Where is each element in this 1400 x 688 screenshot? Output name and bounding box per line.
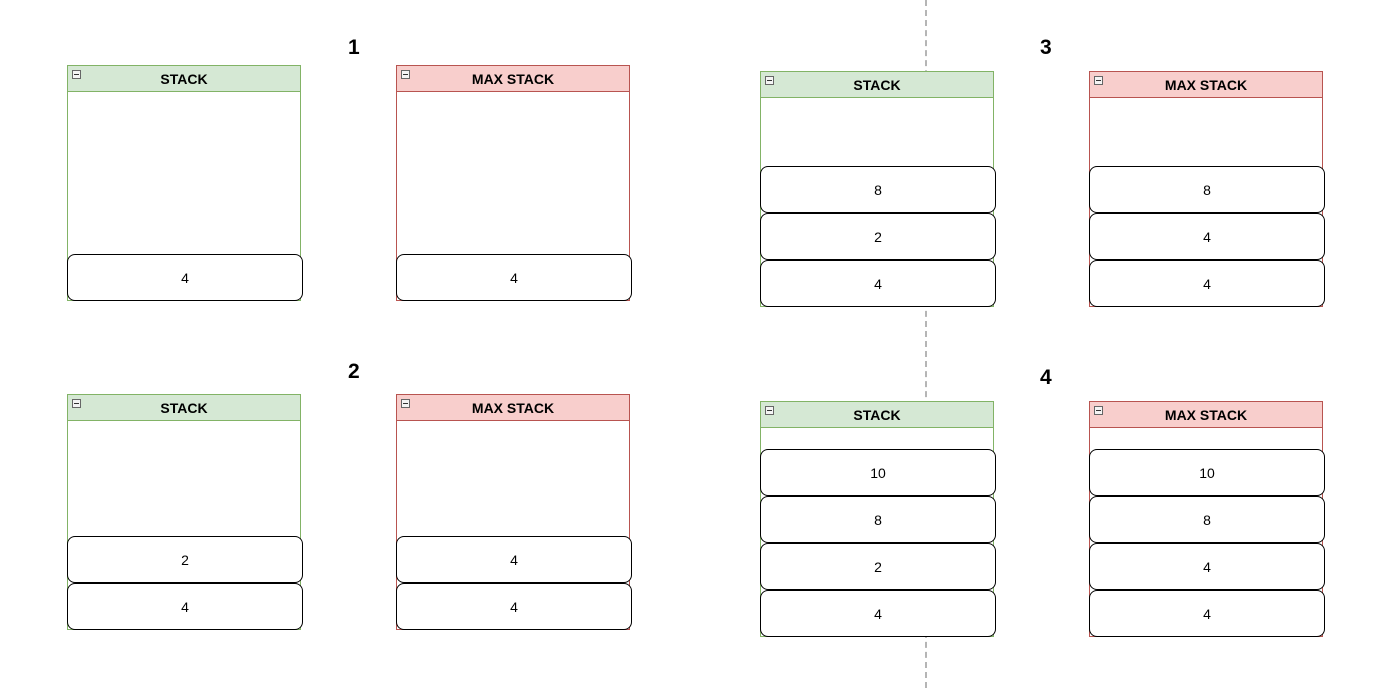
collapse-icon[interactable] [765, 76, 774, 85]
panel-divider [925, 0, 927, 688]
stack-item: 2 [760, 213, 996, 260]
stack-item: 4 [396, 536, 632, 583]
max-stack-header: MAX STACK [397, 66, 629, 92]
stack-item: 4 [67, 254, 303, 301]
stack-header: STACK [68, 66, 300, 92]
stack-item: 4 [1089, 213, 1325, 260]
step-number: 1 [348, 36, 360, 59]
stack-item: 4 [1089, 590, 1325, 637]
stack-item: 4 [396, 583, 632, 630]
stack-item: 8 [1089, 166, 1325, 213]
stack-item: 2 [67, 536, 303, 583]
stack-container-step-1: STACK 4 [67, 65, 303, 301]
stack-title: MAX STACK [1164, 76, 1248, 93]
collapse-icon[interactable] [72, 70, 81, 79]
step-number: 2 [348, 360, 360, 383]
stack-title: MAX STACK [471, 399, 555, 416]
collapse-icon[interactable] [401, 399, 410, 408]
collapse-icon[interactable] [1094, 76, 1103, 85]
stack-item: 2 [760, 543, 996, 590]
stack-title: STACK [853, 406, 901, 423]
stack-header: STACK [761, 402, 993, 428]
max-stack-header: MAX STACK [397, 395, 629, 421]
stack-title: MAX STACK [1164, 406, 1248, 423]
stack-title: MAX STACK [471, 70, 555, 87]
stack-item: 4 [396, 254, 632, 301]
stack-title: STACK [853, 76, 901, 93]
stack-header: STACK [761, 72, 993, 98]
collapse-icon[interactable] [72, 399, 81, 408]
stack-item: 4 [1089, 260, 1325, 307]
stack-item: 8 [760, 166, 996, 213]
stack-item: 4 [760, 260, 996, 307]
stack-item: 4 [760, 590, 996, 637]
collapse-icon[interactable] [1094, 406, 1103, 415]
stack-body: 4 [396, 92, 632, 301]
stack-item: 10 [760, 449, 996, 496]
step-number: 4 [1040, 366, 1052, 389]
step-number: 3 [1040, 36, 1052, 59]
stack-item: 8 [1089, 496, 1325, 543]
max-stack-header: MAX STACK [1090, 72, 1322, 98]
stack-item: 10 [1089, 449, 1325, 496]
stack-item: 8 [760, 496, 996, 543]
stack-body: 4 [67, 92, 303, 301]
collapse-icon[interactable] [401, 70, 410, 79]
stack-item: 4 [67, 583, 303, 630]
stack-item: 4 [1089, 543, 1325, 590]
stack-title: STACK [160, 70, 208, 87]
stack-title: STACK [160, 399, 208, 416]
stack-header: STACK [68, 395, 300, 421]
max-stack-container-step-1: MAX STACK 4 [396, 65, 632, 301]
collapse-icon[interactable] [765, 406, 774, 415]
max-stack-header: MAX STACK [1090, 402, 1322, 428]
